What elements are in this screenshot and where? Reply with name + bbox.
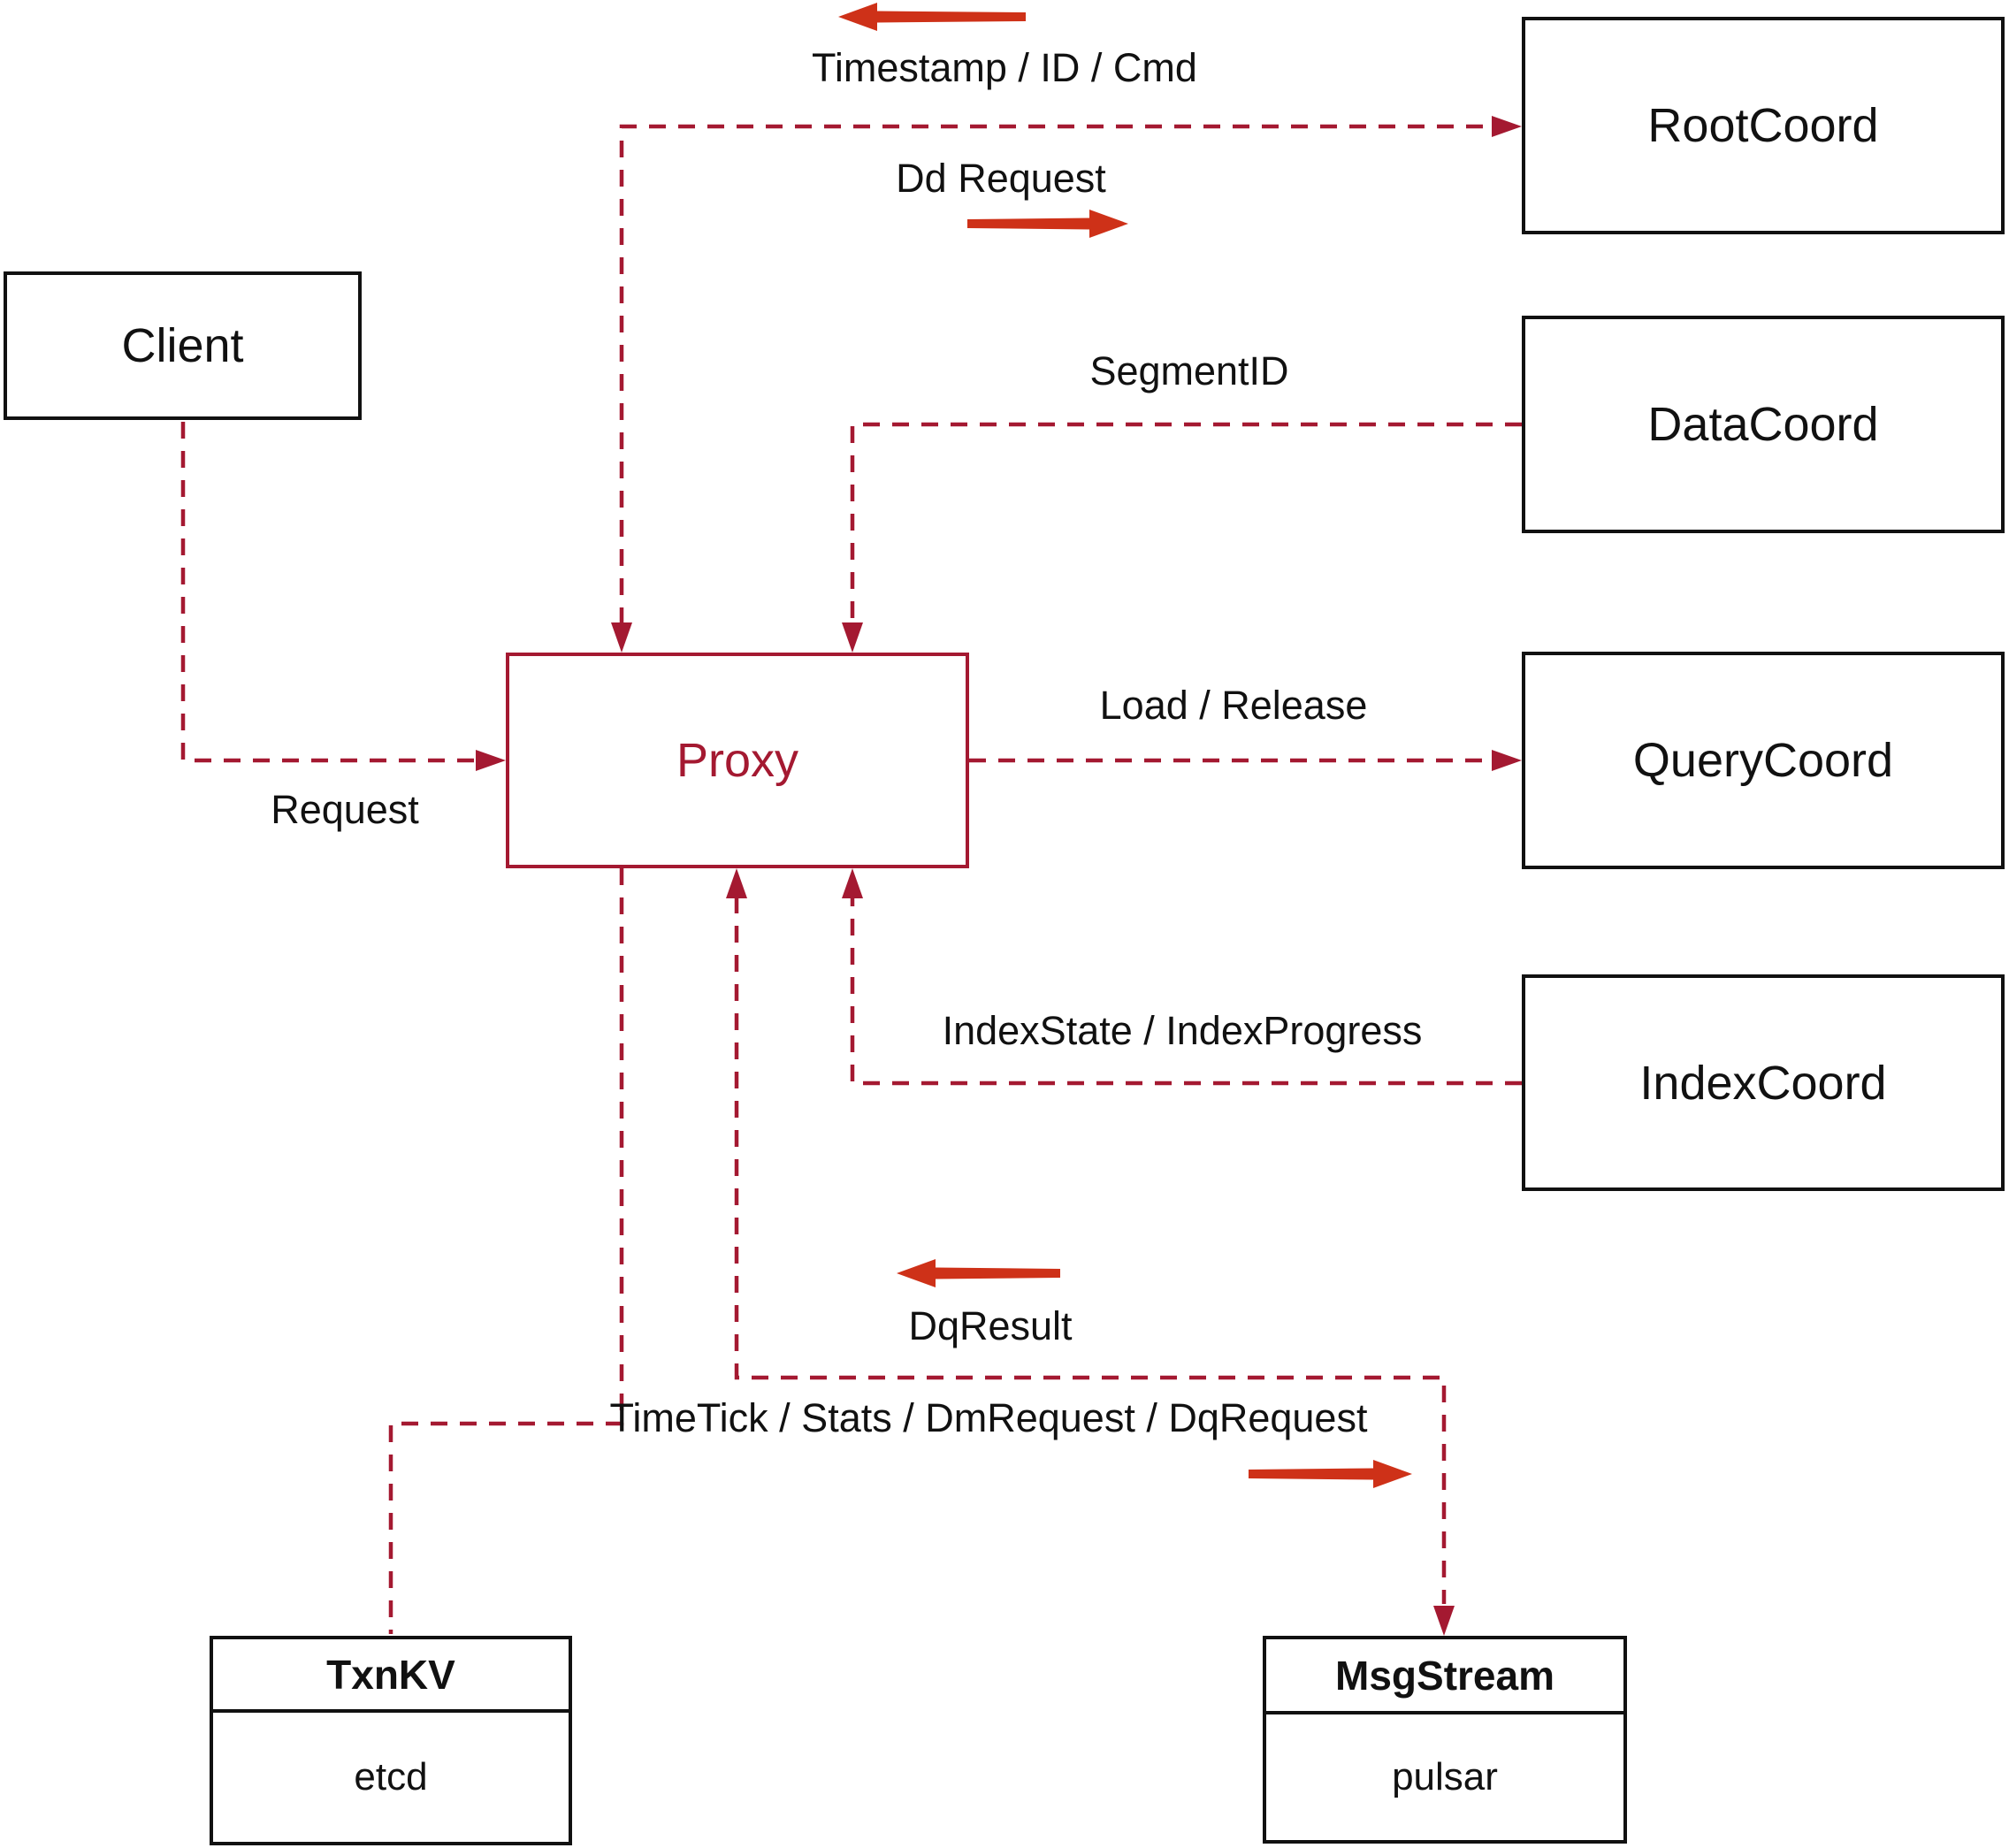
edge-proxy-querycoord [969, 750, 1522, 771]
edge-datacoord-proxy [842, 422, 1522, 653]
label-dd-request: Dd Request [896, 156, 1106, 201]
arrowhead-into-proxy-bottom-left-icon [726, 868, 747, 898]
node-msgstream: MsgStream pulsar [1263, 1636, 1627, 1844]
node-txnkv-title: TxnKV [213, 1639, 569, 1713]
right-arrow-timetick-icon [1249, 1460, 1412, 1488]
left-arrow-dqresult-icon [897, 1259, 1060, 1287]
edge-indexcoord-proxy-line [850, 897, 1522, 1086]
node-rootcoord: RootCoord [1522, 17, 2005, 234]
node-client: Client [4, 271, 362, 420]
right-arrow-dd-request-icon [967, 210, 1128, 238]
arrowhead-into-msgstream-icon [1433, 1606, 1455, 1636]
label-indexstate-indexprogress: IndexState / IndexProgress [942, 1008, 1423, 1053]
edge-proxy-txnkv [388, 868, 624, 1634]
node-datacoord: DataCoord [1522, 316, 2005, 533]
node-msgstream-title: MsgStream [1266, 1639, 1623, 1714]
node-querycoord-label: QueryCoord [1632, 734, 1894, 787]
node-txnkv: TxnKV etcd [210, 1636, 572, 1845]
label-segmentid: SegmentID [1089, 348, 1289, 393]
edge-proxy-rootcoord-line [619, 124, 1490, 624]
edge-datacoord-proxy-line [850, 422, 1522, 621]
node-querycoord: QueryCoord [1522, 652, 2005, 869]
label-timetick-stats-dmrequest-dqrequest: TimeTick / Stats / DmRequest / DqRequest [609, 1395, 1368, 1440]
arrowhead-into-proxy-left-icon [476, 750, 506, 771]
label-load-release: Load / Release [1099, 683, 1368, 728]
arrowhead-into-proxy-top-right-icon [842, 622, 863, 653]
node-proxy-label: Proxy [676, 734, 799, 787]
arrowhead-into-querycoord-icon [1492, 750, 1522, 771]
edge-client-proxy [180, 422, 506, 771]
node-client-label: Client [121, 319, 244, 372]
node-txnkv-sublabel: etcd [354, 1755, 428, 1798]
label-dqresult: DqResult [908, 1303, 1073, 1348]
edge-indexcoord-proxy [842, 868, 1522, 1086]
arrowhead-into-proxy-top-left-icon [611, 622, 632, 653]
node-datacoord-label: DataCoord [1647, 398, 1879, 451]
node-rootcoord-label: RootCoord [1647, 99, 1879, 152]
node-msgstream-sublabel: pulsar [1392, 1755, 1498, 1798]
node-proxy: Proxy [506, 653, 969, 868]
label-timestamp-id-cmd: Timestamp / ID / Cmd [812, 45, 1197, 90]
node-indexcoord: IndexCoord [1522, 974, 2005, 1191]
edge-client-proxy-line [180, 422, 474, 763]
edge-proxy-msgstream-line [734, 897, 1447, 1604]
edge-proxy-txnkv-line [388, 868, 624, 1634]
label-request: Request [271, 787, 419, 832]
node-indexcoord-label: IndexCoord [1639, 1056, 1887, 1110]
arrowhead-into-proxy-bottom-right-icon [842, 868, 863, 898]
left-arrow-timestamp-icon [838, 3, 1026, 31]
edge-proxy-msgstream [726, 868, 1455, 1636]
arrowhead-into-rootcoord-icon [1492, 116, 1522, 137]
edge-proxy-rootcoord [611, 116, 1522, 653]
